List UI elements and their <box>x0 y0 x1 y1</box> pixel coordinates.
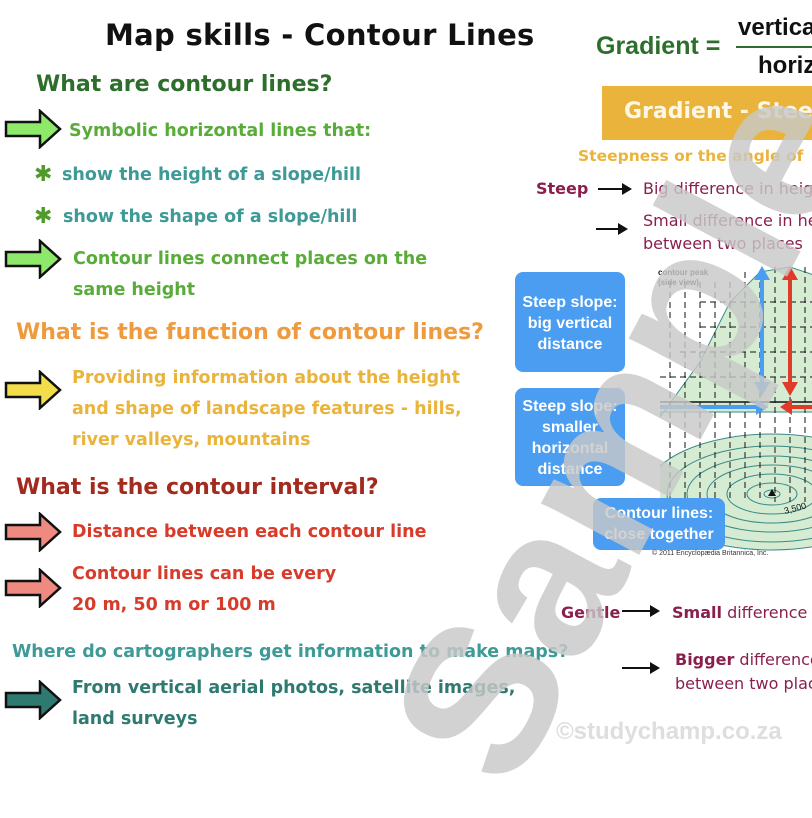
cartographers-text-line1: From vertical aerial photos, satellite i… <box>72 678 516 698</box>
interval-values-line1: Contour lines can be every <box>72 564 337 584</box>
connect-text-line1: Contour lines connect places on the <box>73 249 428 269</box>
gentle-description: Small difference <box>672 603 808 622</box>
contour-lines-close-bubble: Contour lines: close together <box>593 498 725 550</box>
image-credit: © 2011 Encyclopædia Britannica, Inc. <box>652 550 769 557</box>
arrow-right-icon <box>598 183 632 195</box>
asterisk-bullet-icon: ✱ <box>34 162 53 187</box>
gradient-banner: Gradient - Steepness <box>602 86 812 140</box>
gradient-subtitle: Steepness or the angle of <box>578 147 804 165</box>
red-arrow-icon <box>4 568 62 608</box>
steep-slope-vertical-bubble: Steep slope: big vertical distance <box>515 272 625 372</box>
gradient-formula-label: Gradient = <box>596 32 721 60</box>
yellow-arrow-icon <box>4 370 62 410</box>
bullet-height: show the height of a slope/hill <box>62 165 362 185</box>
gradient-denominator: horizontal <box>758 52 812 79</box>
steep-label: Steep <box>536 179 589 198</box>
red-arrow-icon <box>4 512 62 552</box>
function-text-line1: Providing information about the height <box>72 368 460 388</box>
connect-text-line2: same height <box>73 280 196 300</box>
arrow-right-icon <box>622 662 660 674</box>
fraction-bar <box>736 46 812 48</box>
gentle-label: Gentle <box>561 603 621 622</box>
teal-arrow-icon <box>4 680 62 720</box>
bullet-shape: show the shape of a slope/hill <box>63 207 358 227</box>
heading-cartographers: Where do cartographers get information t… <box>12 642 569 662</box>
gradient-numerator: vertical <box>738 14 812 41</box>
cartographers-text-line2: land surveys <box>72 709 198 729</box>
site-watermark: ©studychamp.co.za <box>556 718 782 745</box>
steep-description: Big difference in height <box>643 179 812 198</box>
green-arrow-icon <box>4 109 62 149</box>
heading-contour-interval: What is the contour interval? <box>16 475 379 500</box>
green-arrow-icon <box>4 239 62 279</box>
function-text-line2: and shape of landscape features - hills, <box>72 399 462 419</box>
steep-slope-horizontal-bubble: Steep slope: smaller horizontal distance <box>515 388 625 486</box>
arrow-right-icon <box>622 605 660 617</box>
bigger-difference-line2: between two places <box>675 674 812 693</box>
interval-definition: Distance between each contour line <box>72 522 427 542</box>
interval-values-line2: 20 m, 50 m or 100 m <box>72 595 276 615</box>
bigger-difference-line1: Bigger difference <box>675 650 812 669</box>
page-title: Map skills - Contour Lines <box>105 18 535 52</box>
diagram-caption: contour peak (side view) <box>658 268 709 287</box>
heading-what-are-contour-lines: What are contour lines? <box>36 72 333 97</box>
contour-peak-diagram: 3,500 <box>660 266 812 551</box>
heading-function: What is the function of contour lines? <box>16 320 484 345</box>
function-text-line3: river valleys, mountains <box>72 430 311 450</box>
asterisk-bullet-icon: ✱ <box>34 204 53 229</box>
small-difference-line2: between two places <box>643 234 803 253</box>
gradient-banner-text: Gradient - Steepness <box>624 99 812 124</box>
small-difference-line1: Small difference in height <box>643 211 812 230</box>
arrow-right-icon <box>596 223 628 235</box>
definition-text: Symbolic horizontal lines that: <box>69 121 372 141</box>
